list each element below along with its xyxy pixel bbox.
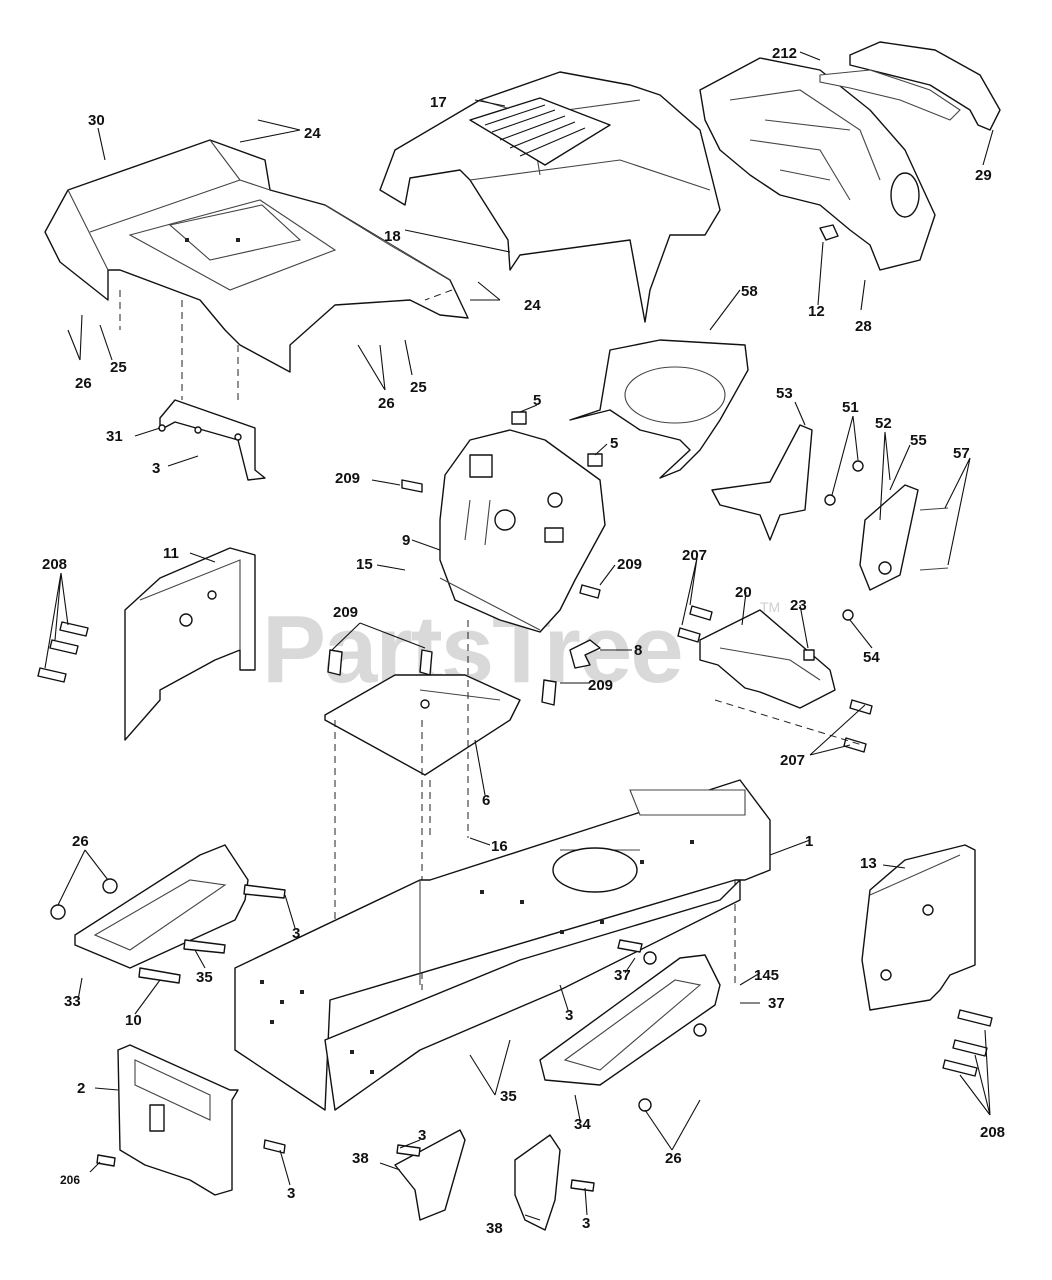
callout-38-a: 38 [352, 1150, 369, 1167]
callout-9: 9 [402, 532, 410, 549]
callout-209-d: 209 [588, 677, 613, 694]
callout-6: 6 [482, 792, 490, 809]
callout-11: 11 [163, 545, 179, 562]
part-31-bracket [158, 399, 266, 481]
callout-209-a: 209 [335, 470, 360, 487]
part-55-plate [824, 460, 949, 621]
callout-212: 212 [772, 45, 797, 62]
part-8-clip [569, 639, 601, 669]
callout-26-a: 26 [75, 375, 92, 392]
leader-lines [44, 51, 994, 1221]
hood-vents [469, 97, 611, 166]
callout-12: 12 [808, 303, 825, 320]
part-28-dash [699, 57, 936, 271]
callout-25-b: 25 [410, 379, 427, 396]
callout-3-d: 3 [418, 1127, 426, 1144]
part-33-footrest [50, 844, 286, 984]
callout-5-a: 5 [533, 392, 541, 409]
callout-17: 17 [430, 94, 447, 111]
part-13-plate [861, 844, 993, 1077]
callout-37-b: 37 [768, 995, 785, 1012]
part-1-frame [234, 779, 771, 1111]
callout-13: 13 [860, 855, 877, 872]
callout-53: 53 [776, 385, 793, 402]
callout-26-b: 26 [378, 395, 395, 412]
callout-145: 145 [754, 967, 779, 984]
callout-23: 23 [790, 597, 807, 614]
callout-25-a: 25 [110, 359, 127, 376]
callout-2: 2 [77, 1080, 85, 1097]
callout-24-b: 24 [524, 297, 541, 314]
part-12 [819, 224, 839, 241]
part-53-bracket [711, 424, 813, 541]
callout-28: 28 [855, 318, 872, 335]
callout-16: 16 [491, 838, 508, 855]
callout-34: 34 [574, 1116, 591, 1133]
callout-206: 206 [60, 1173, 80, 1187]
part-34-footrest [539, 939, 721, 1112]
part-17-hood [379, 71, 721, 323]
callout-3-f: 3 [287, 1185, 295, 1202]
part-20-bracket [677, 605, 873, 753]
callout-35-b: 35 [500, 1088, 517, 1105]
callout-208-a: 208 [42, 556, 67, 573]
callout-8: 8 [634, 642, 642, 659]
callout-3-c: 3 [565, 1007, 573, 1024]
callout-54: 54 [863, 649, 880, 666]
callout-209-c: 209 [333, 604, 358, 621]
callout-3-e: 3 [582, 1215, 590, 1232]
part-11-plate [37, 547, 256, 741]
callout-5-b: 5 [610, 435, 618, 452]
hardware-5-209 [401, 411, 603, 599]
part-38-brackets [394, 1129, 595, 1231]
callout-3-a: 3 [152, 460, 160, 477]
callout-15: 15 [356, 556, 373, 573]
callout-26-d: 26 [665, 1150, 682, 1167]
part-58-heat-shield [569, 339, 749, 479]
callout-208-b: 208 [980, 1124, 1005, 1141]
callout-1: 1 [805, 833, 813, 850]
callout-51: 51 [842, 399, 859, 416]
callout-58: 58 [741, 283, 758, 300]
callout-26-c: 26 [72, 833, 89, 850]
part-9-dash-plate [439, 429, 606, 633]
part-30-fender [44, 139, 469, 373]
callout-labels: 1 2 3 3 3 3 3 3 5 5 6 8 9 10 11 12 13 15… [42, 45, 1005, 1237]
callout-30: 30 [88, 112, 105, 129]
callout-31: 31 [106, 428, 123, 445]
callout-37-a: 37 [614, 967, 631, 984]
callout-55: 55 [910, 432, 927, 449]
callout-24-a: 24 [304, 125, 321, 142]
callout-207-a: 207 [682, 547, 707, 564]
callout-52: 52 [875, 415, 892, 432]
callout-29: 29 [975, 167, 992, 184]
callout-33: 33 [64, 993, 81, 1010]
callout-3-b: 3 [292, 925, 300, 942]
part-2-front-plate [96, 1044, 286, 1196]
callout-20: 20 [735, 584, 752, 601]
callout-35-a: 35 [196, 969, 213, 986]
callout-10: 10 [125, 1012, 142, 1029]
part-29-cover [819, 41, 1001, 131]
frame-holes [260, 840, 694, 1074]
callout-18: 18 [384, 228, 401, 245]
callout-57: 57 [953, 445, 970, 462]
watermark-tm: TM [760, 599, 780, 615]
callout-207-b: 207 [780, 752, 805, 769]
callout-38-b: 38 [486, 1220, 503, 1237]
callout-209-b: 209 [617, 556, 642, 573]
